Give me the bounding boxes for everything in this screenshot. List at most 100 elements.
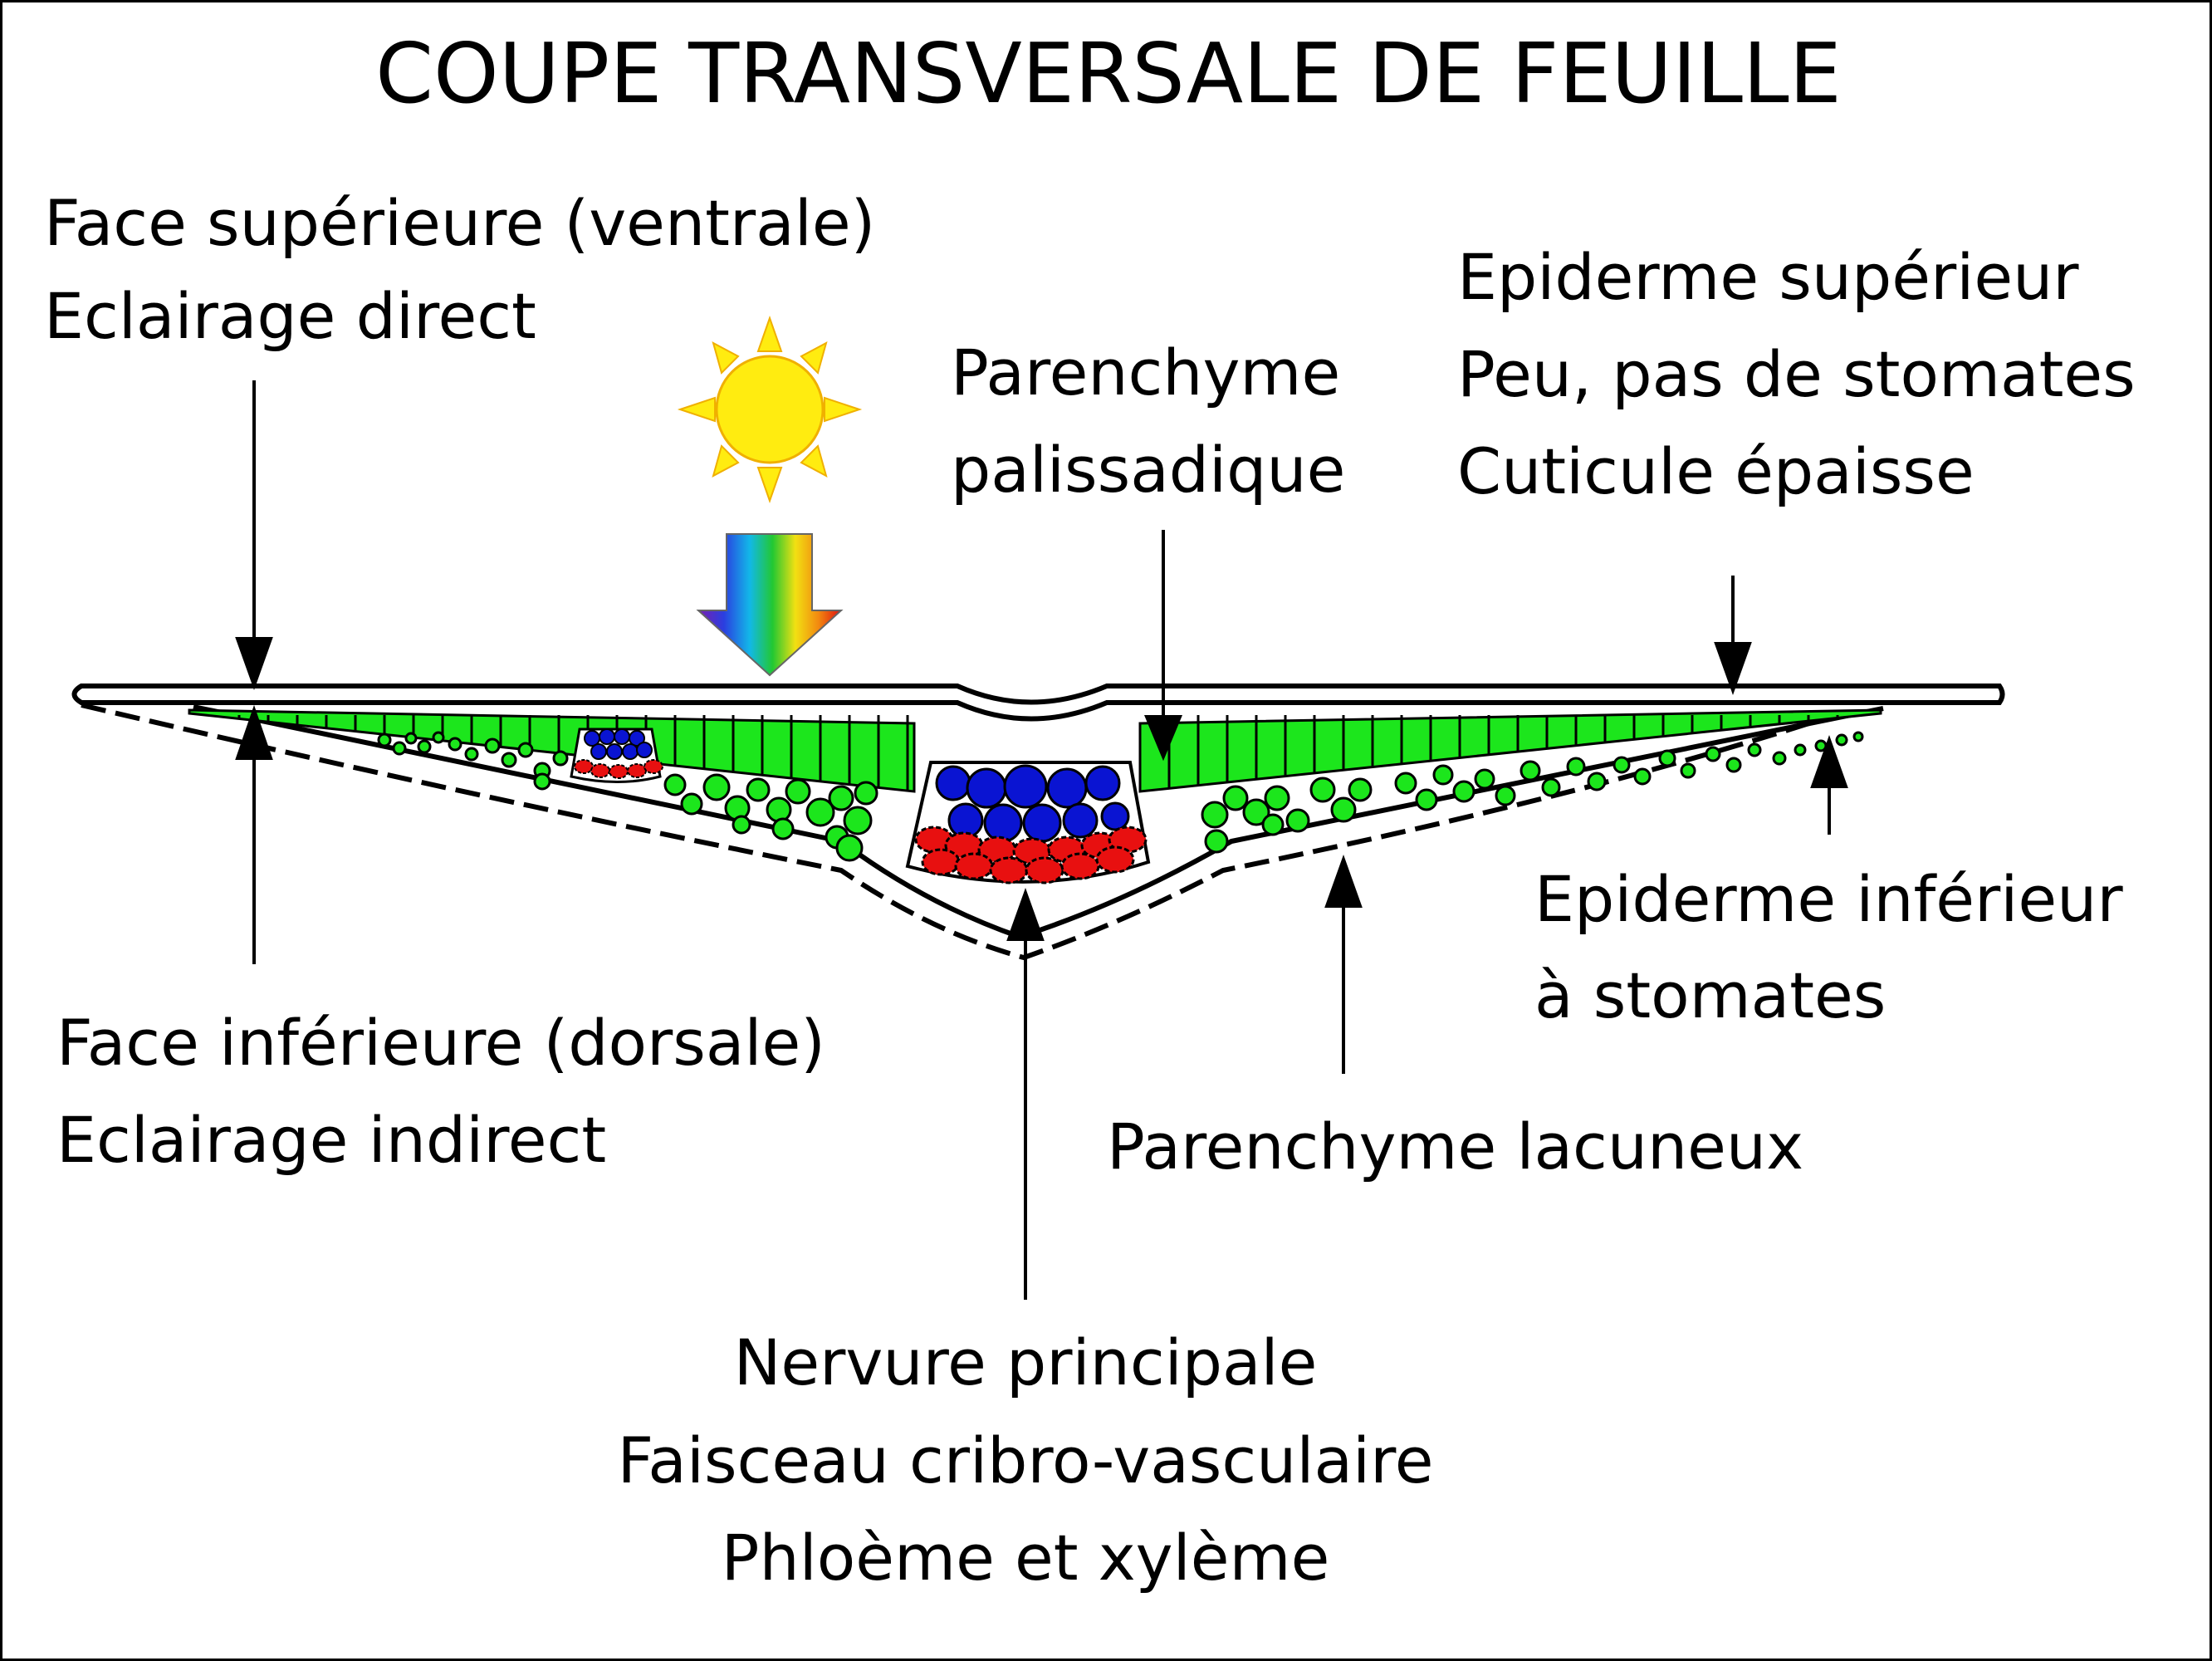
diagram-title: COUPE TRANSVERSALE DE FEUILLE — [375, 25, 1842, 122]
spongy-cell — [680, 792, 703, 816]
xylem-vessel — [983, 803, 1023, 843]
label-parenchyme-palissadique-1: Parenchyme — [951, 336, 1341, 409]
label-face-inferieure: Face inférieure (dorsale) — [56, 1006, 825, 1080]
xylem-vessel — [590, 743, 607, 760]
spongy-cell — [1680, 762, 1696, 779]
phloem-cell — [609, 764, 629, 779]
spongy-cell — [1520, 760, 1541, 782]
spongy-cell — [1201, 801, 1229, 829]
arrow-epiderme-inferieur-head — [1810, 735, 1848, 788]
spongy-cell — [1705, 746, 1721, 762]
lower-epidermis-dashed-edge — [81, 703, 1851, 961]
xylem-vessel — [1084, 765, 1121, 801]
spongy-cell — [448, 737, 462, 752]
phloem-cell — [921, 848, 961, 876]
spongy-cell — [1394, 772, 1417, 795]
xylem-vessel — [1100, 801, 1130, 831]
spongy-cell — [1452, 780, 1475, 803]
spongy-cell — [1348, 777, 1373, 802]
spongy-cell — [1835, 733, 1848, 747]
label-peu-pas-de-stomates: Peu, pas de stomates — [1457, 337, 2136, 411]
label-a-stomates: à stomates — [1534, 958, 1887, 1032]
xylem-vessel — [629, 730, 645, 747]
spongy-cell — [1222, 785, 1249, 811]
xylem-vessel — [636, 742, 653, 758]
arrow-nervure-principale-head — [1006, 888, 1045, 941]
label-epiderme-superieur: Epiderme supérieur — [1457, 240, 2079, 314]
label-parenchyme-lacuneux: Parenchyme lacuneux — [1107, 1110, 1804, 1183]
spongy-cell — [484, 737, 501, 754]
minor-vein-bundle — [574, 728, 663, 779]
spongy-cell — [501, 752, 517, 768]
palisade-wedge-right — [1138, 708, 1882, 793]
spongy-cell — [392, 741, 407, 756]
spongy-cell — [1852, 731, 1864, 742]
spongy-cell — [1330, 796, 1357, 823]
spongy-cell — [771, 817, 795, 840]
phloem-cell — [954, 852, 994, 880]
spongy-cell — [1495, 785, 1516, 806]
spongy-cell — [464, 747, 479, 762]
spongy-cell — [1587, 772, 1607, 791]
spongy-cell — [1242, 798, 1270, 826]
label-eclairage-indirect: Eclairage indirect — [56, 1103, 607, 1177]
spongy-parenchyma — [377, 731, 1864, 862]
spongy-cell — [533, 772, 551, 791]
spongy-cell — [1633, 767, 1652, 786]
spongy-cell — [1432, 764, 1454, 786]
phloem-cell — [644, 759, 663, 774]
spongy-cell — [1474, 768, 1495, 790]
xylem-vessel — [1022, 803, 1062, 843]
phloem-cell — [590, 763, 610, 778]
phloem-cell — [627, 763, 647, 778]
phloem-cell — [574, 759, 594, 774]
spongy-cell — [1772, 751, 1787, 766]
spongy-cell — [552, 750, 569, 767]
phloem-cell — [1095, 845, 1135, 874]
spongy-cell — [785, 778, 811, 805]
spongy-cell — [377, 733, 392, 747]
midrib-vascular-bundle — [914, 764, 1148, 884]
spectrum-arrow-icon — [696, 533, 844, 677]
spongy-cell — [746, 777, 771, 802]
label-arrows — [235, 380, 1848, 1300]
spongy-cell — [835, 834, 864, 862]
xylem-vessel — [1046, 767, 1088, 809]
spongy-cell — [517, 742, 534, 758]
label-nervure-principale: Nervure principale — [733, 1325, 1318, 1399]
xylem-vessel — [935, 765, 971, 801]
xylem-vessel — [1062, 802, 1099, 839]
spongy-cell — [1566, 757, 1586, 777]
spongy-cell — [663, 773, 687, 796]
xylem-vessel — [1003, 764, 1048, 809]
label-parenchyme-palissadique-2: palissadique — [951, 433, 1346, 507]
spongy-cell — [432, 731, 445, 744]
spongy-cell — [1541, 777, 1561, 797]
phloem-cell — [989, 856, 1029, 884]
xylem-vessel — [947, 802, 984, 839]
spongy-cell — [1261, 813, 1285, 836]
spongy-cell — [404, 732, 418, 745]
arrow-face-superieure-head — [235, 637, 273, 690]
spongy-cell — [1658, 749, 1676, 767]
label-face-superieure: Face supérieure (ventrale) — [44, 186, 876, 260]
spongy-cell — [1204, 829, 1229, 854]
arrow-epiderme-superieur-head — [1714, 642, 1752, 695]
xylem-vessel — [622, 743, 639, 760]
spongy-cell — [1725, 757, 1742, 773]
spongy-cell — [1264, 785, 1290, 811]
label-faisceau-cribro-vasculaire: Faisceau cribro-vasculaire — [617, 1423, 1434, 1497]
spongy-cell — [854, 781, 878, 806]
label-cuticule-epaisse: Cuticule épaisse — [1457, 434, 1975, 508]
xylem-vessel — [599, 728, 615, 745]
upper-epidermis — [71, 684, 2005, 722]
spongy-cell — [417, 739, 432, 754]
spongy-cell — [1747, 742, 1762, 757]
xylem-vessel — [966, 767, 1007, 809]
spongy-cell — [732, 815, 751, 835]
spongy-cell — [1415, 788, 1438, 811]
spongy-cell — [766, 796, 792, 823]
spongy-cell — [1285, 808, 1310, 833]
